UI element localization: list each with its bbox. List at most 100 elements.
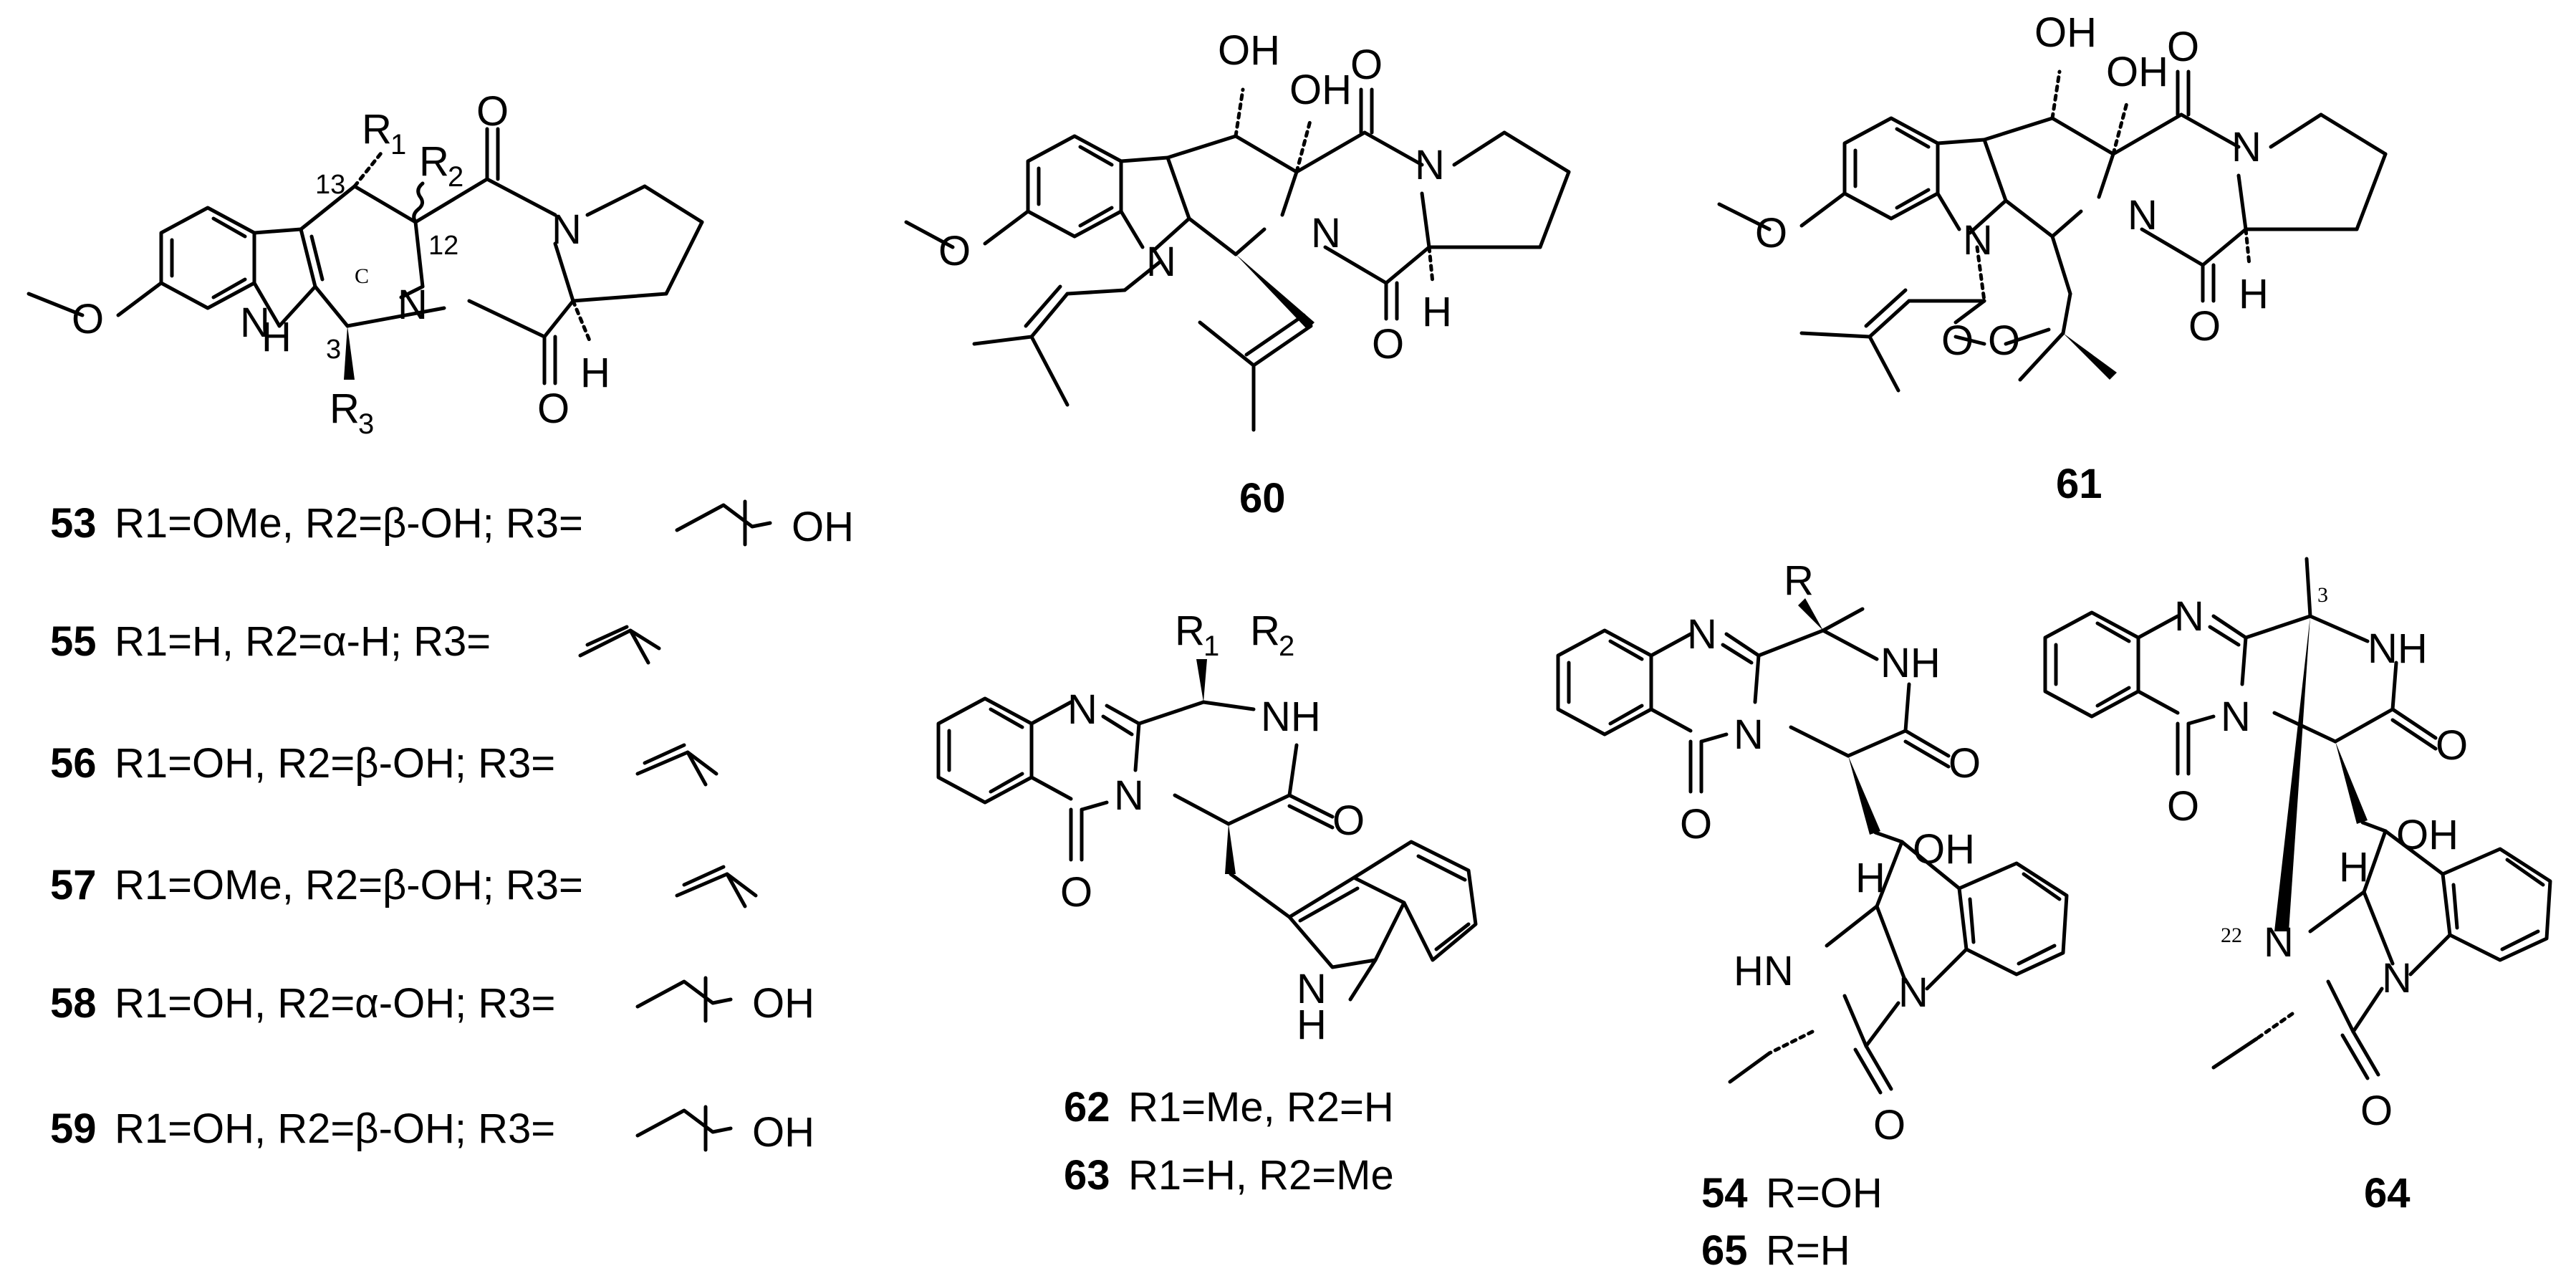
- compound-number: 61: [2056, 461, 2102, 507]
- atom-OH: OH: [1289, 67, 1352, 113]
- locant-22: 22: [2221, 923, 2242, 947]
- compound-number: 62: [1064, 1084, 1110, 1131]
- atom-O: O: [1941, 317, 1974, 364]
- atom-O: O: [1948, 740, 1981, 787]
- locant-3: 3: [326, 335, 341, 365]
- atom-NH: H: [261, 314, 292, 360]
- atom-H: H: [1855, 855, 1885, 901]
- compound-number: 65: [1701, 1227, 1748, 1274]
- atom-O: O: [1755, 210, 1787, 256]
- atom-HN: HN: [1734, 948, 1794, 994]
- compound-number: 60: [1239, 475, 1286, 522]
- atom-OH: OH: [2034, 9, 2097, 56]
- atom-N: N: [2128, 192, 2158, 239]
- label-R2: R: [419, 138, 449, 185]
- atom-OH: OH: [792, 504, 854, 550]
- compound-number: 55: [50, 618, 97, 665]
- structure-core-53: O H N N N O O H R 1 R 2 R 3 C 13 12 3: [27, 88, 704, 440]
- atom-O: O: [2360, 1088, 2393, 1134]
- atom-N: N: [2231, 124, 2262, 171]
- structure-54-65: N N NH O O R OH H HN N O 54 R=OH 65 R=H: [1556, 557, 2069, 1274]
- atom-H: H: [2339, 844, 2369, 891]
- atom-O: O: [1988, 317, 2020, 364]
- atom-OH: OH: [2396, 812, 2459, 858]
- atom-N: N: [1067, 686, 1097, 733]
- atom-N: N: [1415, 142, 1445, 188]
- label-R1: R: [362, 106, 392, 153]
- atom-N: N: [552, 206, 582, 253]
- atom-O: O: [1680, 801, 1712, 848]
- structure-60: O N N N OH OH O O H 60: [904, 27, 1571, 522]
- sub-2: 2: [1279, 630, 1294, 662]
- compound-caption: R1=OH, R2=β-OH; R3=: [115, 740, 555, 787]
- atom-N: N: [398, 282, 428, 328]
- compound-number: 57: [50, 862, 97, 908]
- atom-O: O: [1332, 797, 1365, 844]
- sub-1: 1: [1203, 630, 1219, 662]
- locant-3: 3: [2317, 583, 2328, 607]
- atom-O: O: [2188, 303, 2221, 350]
- atom-O: O: [1060, 869, 1092, 916]
- atom-N: N: [1311, 210, 1341, 256]
- compound-caption: R=H: [1766, 1227, 1850, 1274]
- compound-number: 56: [50, 740, 97, 787]
- compound-caption: R1=OH, R2=β-OH; R3=: [115, 1105, 555, 1152]
- compound-caption: R1=OMe, R2=β-OH; R3=: [115, 862, 583, 908]
- caption-list: 53 R1=OMe, R2=β-OH; R3= OH 55 R1=H, R2=α…: [50, 499, 854, 1156]
- label-R3: R: [330, 385, 360, 432]
- locant-13: 13: [315, 170, 345, 200]
- atom-O: O: [938, 228, 971, 274]
- compound-caption: R1=OH, R2=α-OH; R3=: [115, 980, 555, 1027]
- label-R: R: [1784, 557, 1814, 604]
- atom-N: N: [240, 299, 270, 346]
- compound-number: 63: [1064, 1152, 1110, 1199]
- ring-label-C: C: [355, 264, 369, 288]
- atom-O: O: [2167, 24, 2199, 70]
- atom-O: O: [1372, 321, 1404, 368]
- compound-number: 58: [50, 980, 97, 1027]
- atom-O: O: [537, 385, 569, 432]
- atom-N: N: [1734, 711, 1764, 758]
- atom-N: N: [1687, 611, 1717, 658]
- compound-caption: R=OH: [1766, 1170, 1883, 1217]
- compound-number: 64: [2364, 1170, 2411, 1217]
- compound-number: 53: [50, 500, 97, 547]
- atom-H: H: [1297, 1002, 1327, 1048]
- atom-OH: OH: [2106, 49, 2168, 95]
- sub-3: 3: [358, 408, 374, 440]
- atom-O: O: [2167, 783, 2199, 830]
- atom-OH: OH: [1913, 826, 1975, 873]
- atom-H: H: [1422, 289, 1452, 335]
- atom-OH: OH: [752, 1109, 814, 1156]
- sub-1: 1: [390, 129, 406, 160]
- atom-N: N: [1963, 217, 1993, 264]
- atom-N: N: [1898, 969, 1928, 1016]
- structure-62-63: N N NH O O N H R 1 R 2 62 R1=Me, R2=H 63…: [936, 608, 1478, 1199]
- atom-NH: NH: [2368, 625, 2428, 672]
- atom-N: N: [2382, 955, 2412, 1002]
- atom-O: O: [2436, 722, 2468, 769]
- atom-H: H: [2239, 271, 2269, 317]
- atom-N: N: [2221, 694, 2251, 740]
- sub-2: 2: [448, 161, 463, 193]
- atom-H: H: [580, 350, 610, 396]
- label-R1: R: [1175, 608, 1205, 654]
- locant-12: 12: [428, 231, 458, 261]
- atom-OH: OH: [752, 980, 814, 1027]
- structure-64: N N NH O O OH H N N O 3 22 64: [2043, 557, 2552, 1217]
- atom-NH: NH: [1261, 694, 1321, 740]
- atom-N: N: [1114, 772, 1144, 819]
- atom-O: O: [72, 296, 104, 342]
- atom-N: N: [2264, 919, 2294, 966]
- compound-number: 54: [1701, 1170, 1748, 1217]
- compound-caption: R1=H, R2=α-H; R3=: [115, 618, 491, 665]
- atom-N: N: [1146, 239, 1176, 285]
- atom-NH: N: [1297, 966, 1327, 1012]
- atom-OH: OH: [1218, 27, 1280, 74]
- atom-O: O: [1350, 42, 1383, 88]
- structure-61: O N N N OH OH O O H O O 61: [1717, 9, 2388, 507]
- compound-caption: R1=H, R2=Me: [1128, 1152, 1394, 1199]
- label-R2: R: [1250, 608, 1280, 654]
- compound-caption: R1=OMe, R2=β-OH; R3=: [115, 500, 583, 547]
